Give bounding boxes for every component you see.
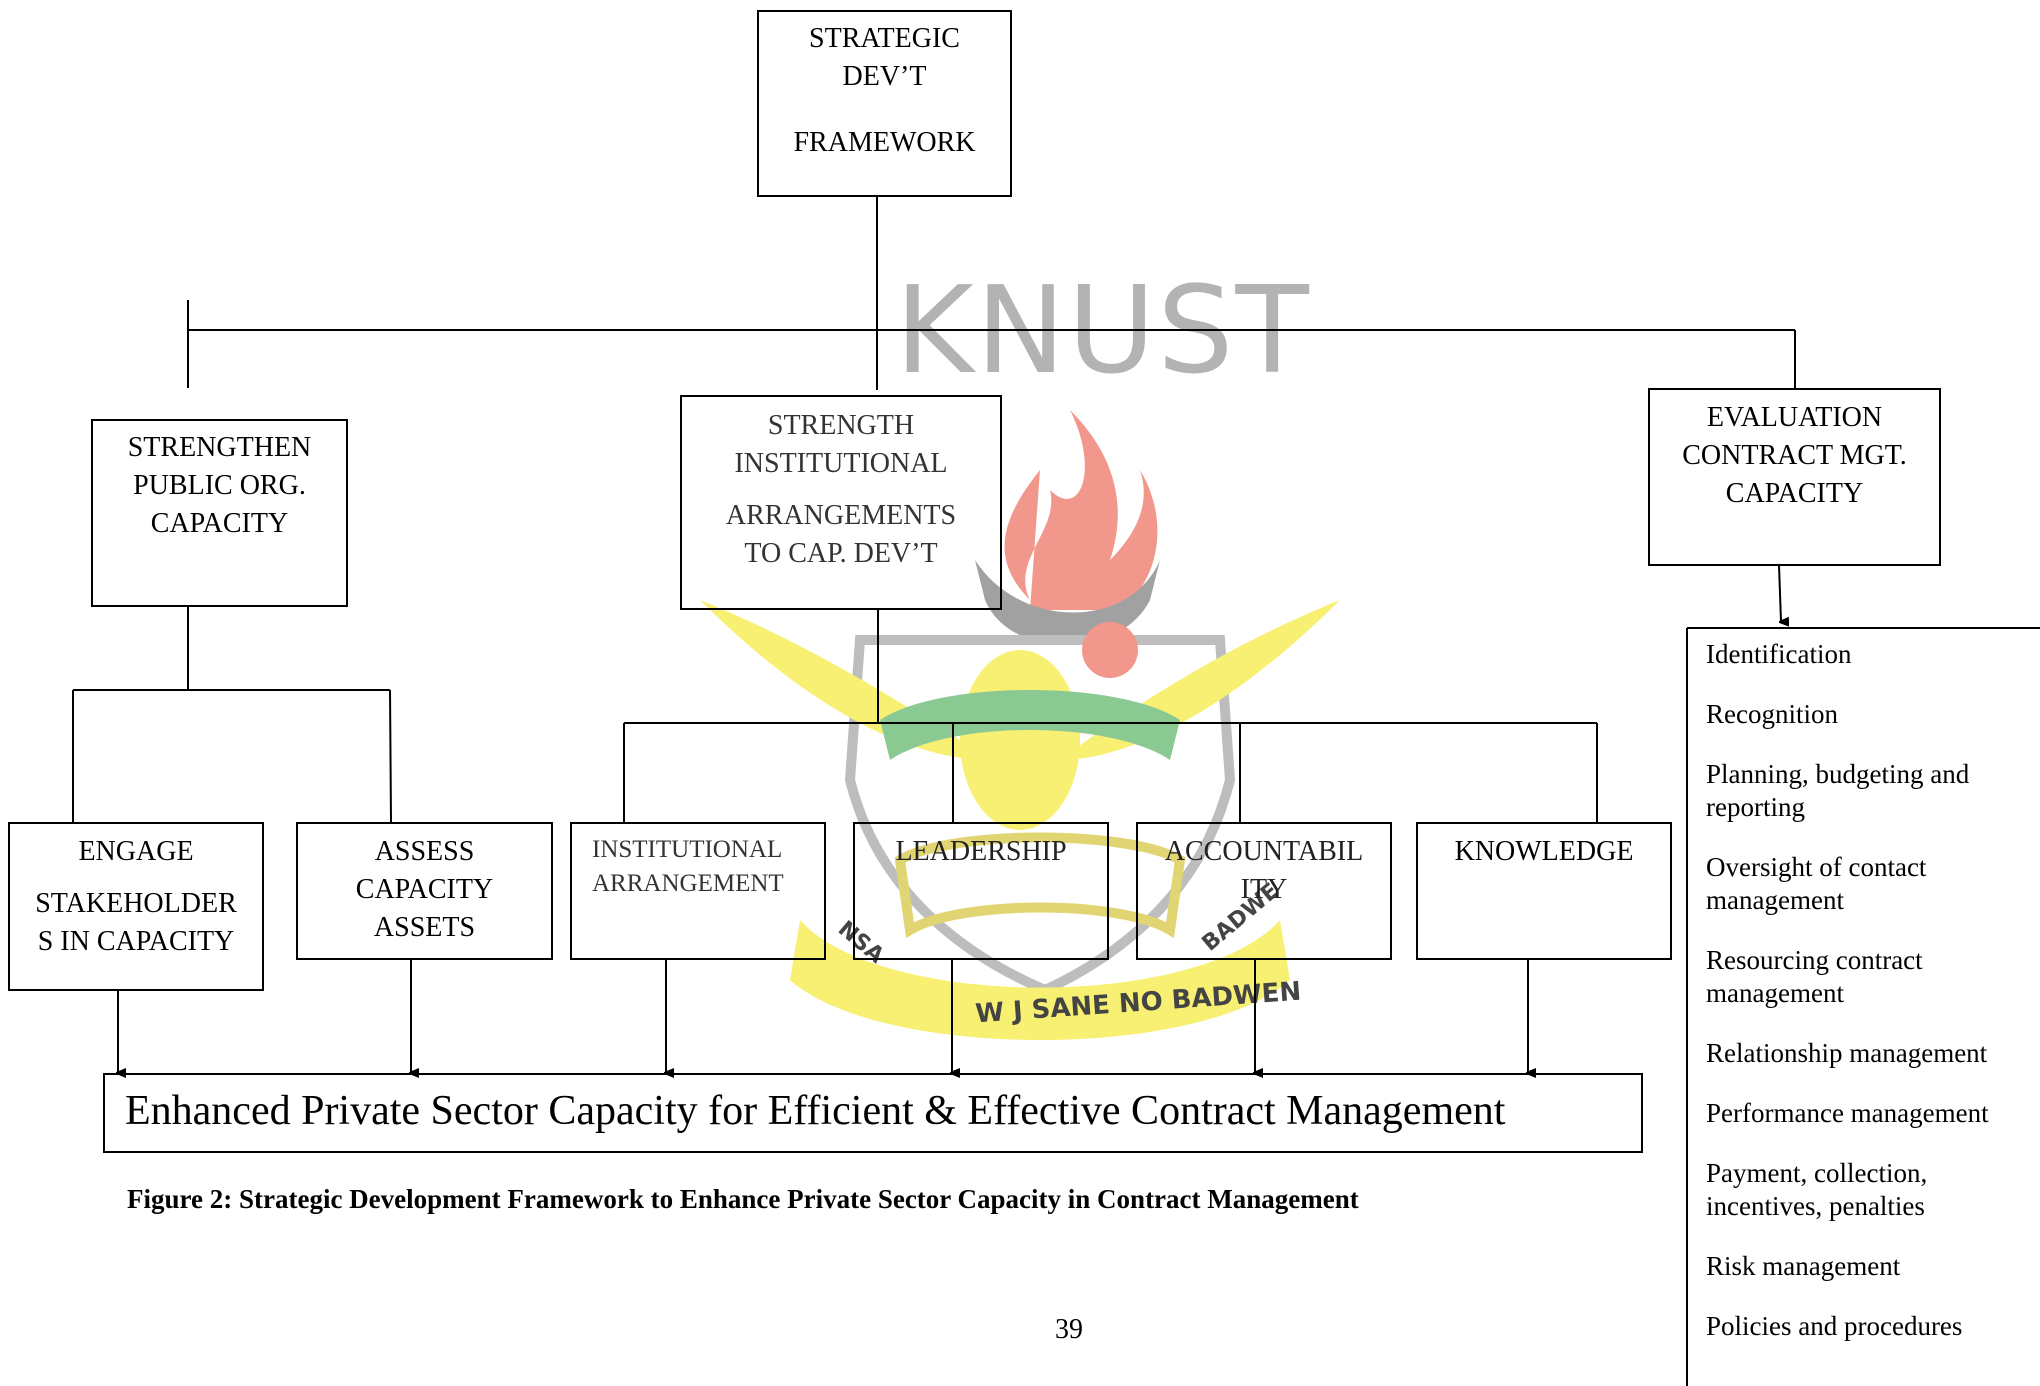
- evaluation-contract-box: EVALUATION CONTRACT MGT. CAPACITY: [1648, 388, 1941, 566]
- branch-mid-line-4: TO CAP. DEV’T: [744, 538, 938, 569]
- assess-line-2: CAPACITY: [355, 874, 494, 905]
- knowledge-line-1: KNOWLEDGE: [1454, 836, 1634, 867]
- engage-line-3: S IN CAPACITY: [37, 926, 235, 957]
- branch-right-line-3: CAPACITY: [1725, 478, 1864, 509]
- eval-item-policies: Policies and procedures: [1706, 1311, 1963, 1341]
- eval-item-planning: Planning, budgeting and reporting: [1706, 759, 1970, 822]
- stool-base: [894, 832, 1186, 939]
- leadership-box: LEADERSHIP: [853, 822, 1109, 960]
- branch-mid-line-3: ARRANGEMENTS: [725, 500, 957, 531]
- strength-institutional-box: STRENGTH INSTITUTIONAL ARRANGEMENTS TO C…: [680, 395, 1002, 610]
- watermark-knust-text: KNUST: [895, 262, 1311, 401]
- eval-item-relationship: Relationship management: [1706, 1038, 1988, 1068]
- engage-line-2: STAKEHOLDER: [35, 888, 237, 919]
- eval-item-payment: Payment, collection, incentives, penalti…: [1706, 1158, 1928, 1221]
- connector-assess-drop: [389, 689, 392, 823]
- eval-item-recognition: Recognition: [1706, 699, 1838, 729]
- eval-item-performance: Performance management: [1706, 1098, 1989, 1128]
- flame-shape: [1004, 410, 1158, 610]
- branch-mid-line-1: STRENGTH: [767, 410, 915, 441]
- strategic-framework-box: STRATEGIC DEV’T FRAMEWORK: [757, 10, 1012, 197]
- engage-stakeholders-box: ENGAGE STAKEHOLDER S IN CAPACITY: [8, 822, 264, 991]
- assess-line-3: ASSETS: [373, 912, 476, 943]
- evaluation-items-list: Identification Recognition Planning, bud…: [1706, 638, 2036, 1370]
- green-band: [880, 690, 1180, 760]
- branch-right-line-2: CONTRACT MGT.: [1682, 440, 1907, 471]
- branch-right-line-1: EVALUATION: [1706, 402, 1883, 433]
- leadership-line-1: LEADERSHIP: [895, 836, 1067, 867]
- institutional-arrangement-box: INSTITUTIONAL ARRANGEMENT: [570, 822, 826, 960]
- branch-left-line-2: PUBLIC ORG.: [133, 470, 306, 501]
- bird-head: [1082, 622, 1138, 678]
- page-number: 39: [1055, 1314, 1083, 1345]
- figure-caption: Figure 2: Strategic Development Framewor…: [127, 1184, 1359, 1214]
- accountability-line-1: ACCOUNTABIL: [1164, 836, 1364, 867]
- outcome-box: Enhanced Private Sector Capacity for Eff…: [103, 1073, 1643, 1153]
- engage-line-1: ENGAGE: [78, 836, 194, 867]
- connector-eval-arrow: [1778, 564, 1781, 622]
- accountability-box: ACCOUNTABIL ITY: [1136, 822, 1392, 960]
- strengthen-public-org-box: STRENGTHEN PUBLIC ORG. CAPACITY: [91, 419, 348, 607]
- branch-left-line-3: CAPACITY: [150, 508, 289, 539]
- motto-ribbon: [790, 920, 1290, 1040]
- assess-line-1: ASSESS: [374, 836, 475, 867]
- institutional-line-2: ARRANGEMENT: [592, 870, 784, 897]
- eval-item-risk: Risk management: [1706, 1251, 1901, 1281]
- branch-mid-line-2: INSTITUTIONAL: [734, 448, 948, 479]
- eval-item-resourcing: Resourcing contract management: [1706, 945, 1923, 1008]
- institutional-line-1: INSTITUTIONAL: [592, 836, 783, 863]
- branch-left-line-1: STRENGTHEN: [127, 432, 312, 463]
- eval-item-identification: Identification: [1706, 639, 1852, 669]
- eval-item-oversight: Oversight of contact management: [1706, 852, 1927, 915]
- strategic-line-1: STRATEGIC: [809, 23, 960, 54]
- accountability-line-2: ITY: [1240, 874, 1288, 905]
- knowledge-box: KNOWLEDGE: [1416, 822, 1672, 960]
- assess-capacity-box: ASSESS CAPACITY ASSETS: [296, 822, 553, 960]
- crest-emblem: [700, 410, 1340, 1040]
- strategic-line-3: FRAMEWORK: [793, 127, 976, 158]
- strategic-line-2: DEV’T: [842, 61, 927, 92]
